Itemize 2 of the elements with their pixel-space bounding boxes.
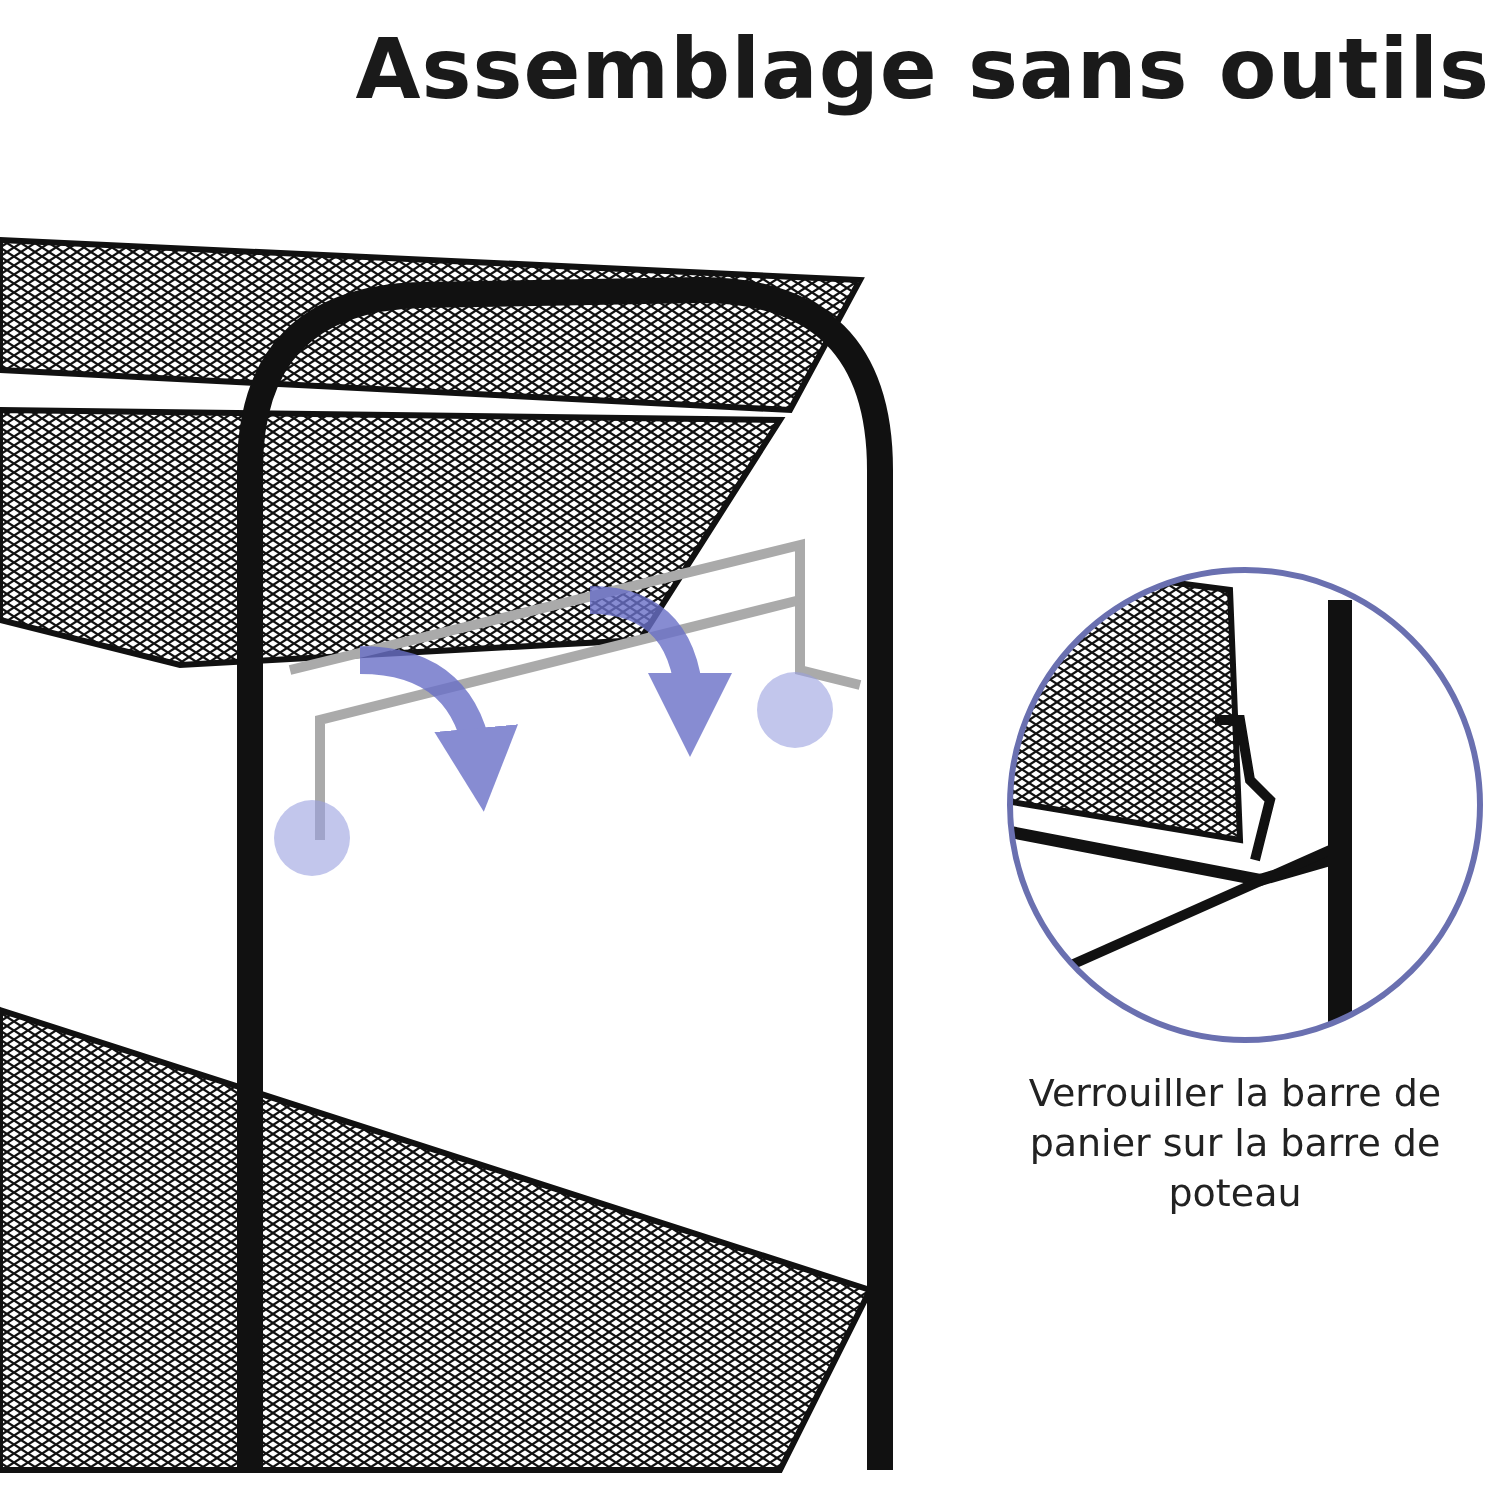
caption: Verrouiller la barre de panier sur la barre de poteau <box>1027 1070 1443 1217</box>
title: Assemblage sans outils <box>355 20 1490 118</box>
